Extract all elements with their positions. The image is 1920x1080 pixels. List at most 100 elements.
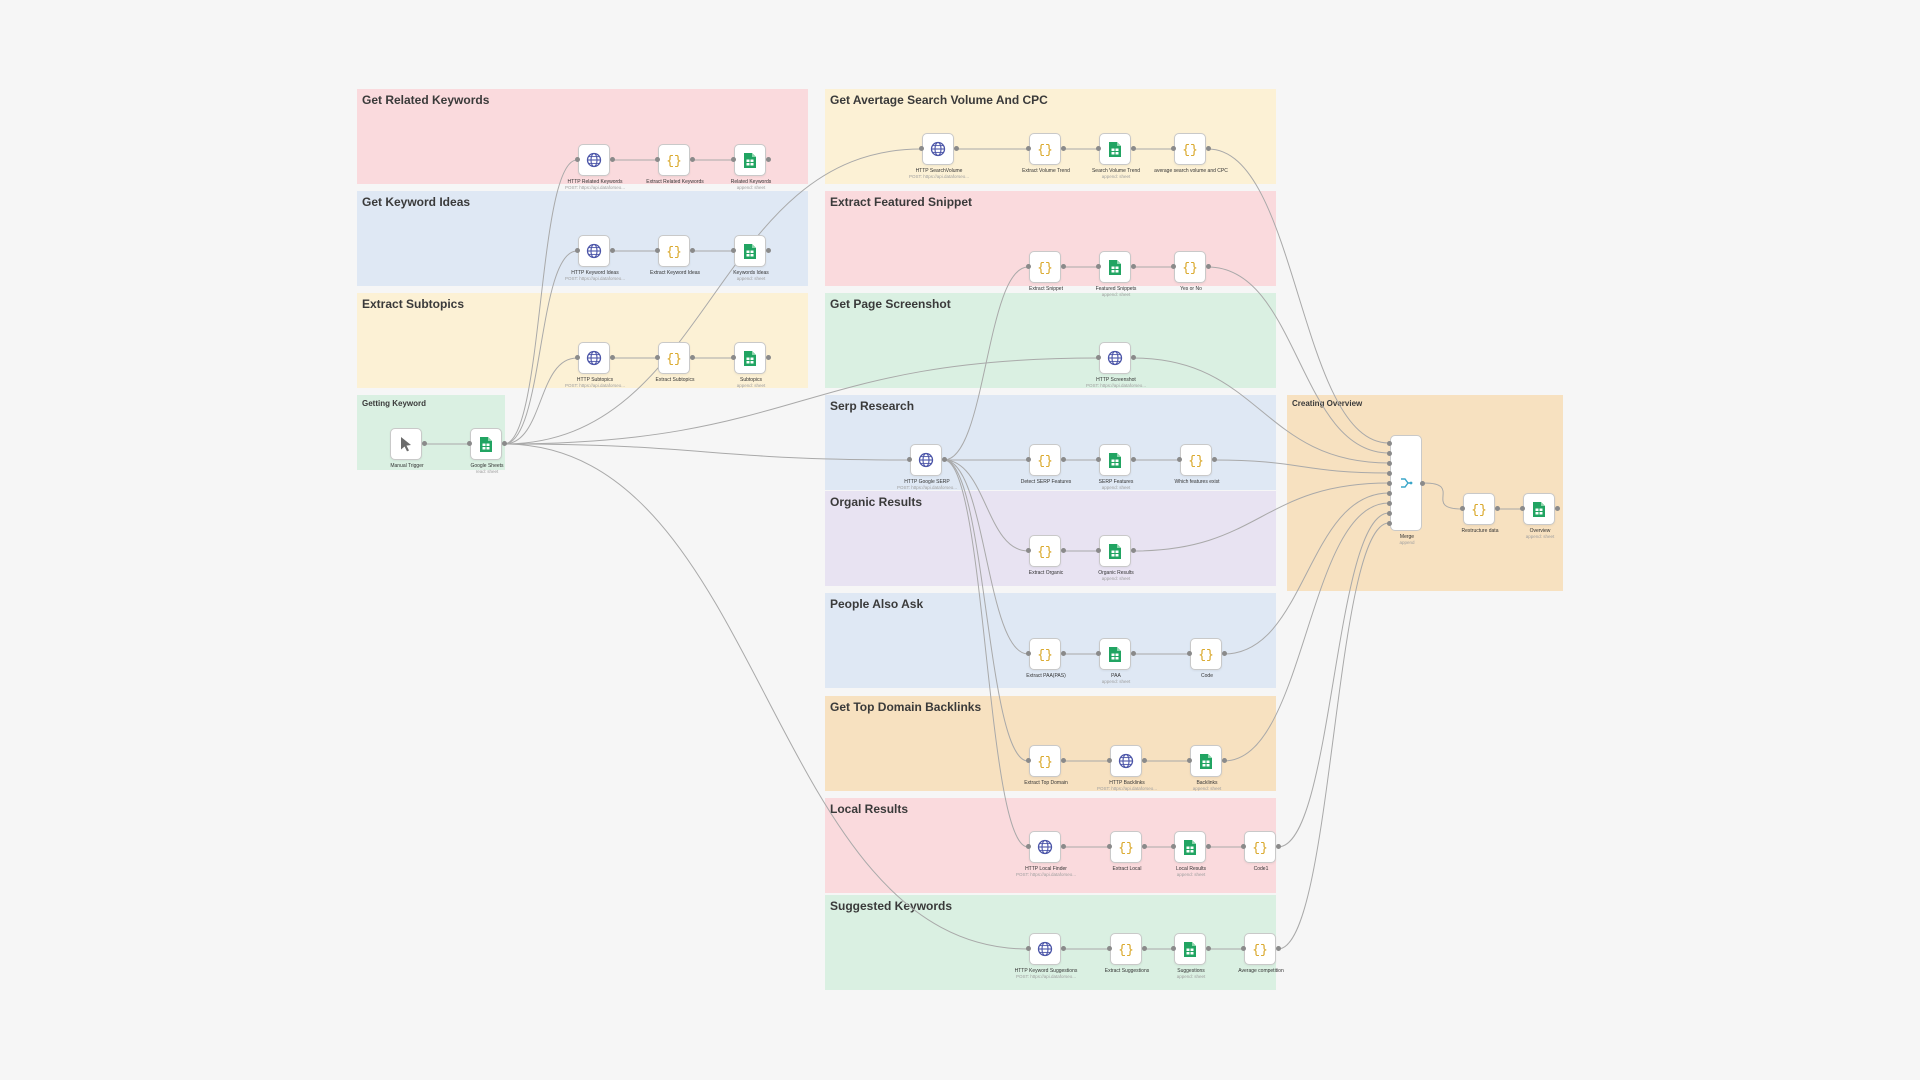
node-box[interactable]	[578, 235, 610, 267]
output-port[interactable]	[1222, 758, 1227, 763]
node-extract-local[interactable]: {}Extract Local	[1107, 831, 1147, 872]
node-box[interactable]	[734, 144, 766, 176]
merge-input-port[interactable]	[1387, 470, 1392, 476]
node-box[interactable]: {}	[1110, 831, 1142, 863]
output-port[interactable]	[1131, 457, 1136, 462]
input-port[interactable]	[1026, 758, 1031, 763]
output-port[interactable]	[690, 355, 695, 360]
input-port[interactable]	[467, 441, 472, 446]
output-port[interactable]	[766, 157, 771, 162]
output-port[interactable]	[1142, 844, 1147, 849]
node-box[interactable]: {}	[1029, 535, 1061, 567]
node-box[interactable]	[1523, 493, 1555, 525]
output-port[interactable]	[1061, 946, 1066, 951]
output-port[interactable]	[502, 441, 507, 446]
node-box[interactable]	[1099, 342, 1131, 374]
output-port[interactable]	[1061, 548, 1066, 553]
output-port[interactable]	[1212, 457, 1217, 462]
node-box[interactable]	[578, 144, 610, 176]
node-extract-top-domain[interactable]: {}Extract Top Domain	[1024, 745, 1068, 786]
input-port[interactable]	[1241, 946, 1246, 951]
input-port[interactable]	[1026, 548, 1031, 553]
input-port[interactable]	[1096, 264, 1101, 269]
node-box[interactable]	[1029, 831, 1061, 863]
output-port[interactable]	[1495, 506, 1500, 511]
node-box[interactable]: {}	[1180, 444, 1212, 476]
node-extract-subtopics[interactable]: {}Extract Subtopics	[655, 342, 695, 383]
node-box[interactable]	[1099, 444, 1131, 476]
output-port[interactable]	[1276, 844, 1281, 849]
input-port[interactable]	[1187, 758, 1192, 763]
node-box[interactable]: {}	[658, 342, 690, 374]
output-port[interactable]	[1206, 946, 1211, 951]
output-port[interactable]	[610, 355, 615, 360]
input-port[interactable]	[1096, 651, 1101, 656]
input-port[interactable]	[1460, 506, 1465, 511]
input-port[interactable]	[1107, 844, 1112, 849]
output-port[interactable]	[1061, 264, 1066, 269]
input-port[interactable]	[1107, 758, 1112, 763]
node-code1[interactable]: {}Code1	[1241, 831, 1281, 872]
node-extract-volume-trend[interactable]: {}Extract Volume Trend	[1022, 133, 1070, 174]
output-port[interactable]	[1276, 946, 1281, 951]
node-box[interactable]	[390, 428, 422, 460]
node-box[interactable]	[1174, 933, 1206, 965]
input-port[interactable]	[1520, 506, 1525, 511]
input-port[interactable]	[655, 157, 660, 162]
output-port[interactable]	[610, 157, 615, 162]
node-box[interactable]	[734, 342, 766, 374]
node-box[interactable]	[922, 133, 954, 165]
node-box[interactable]	[734, 235, 766, 267]
output-port[interactable]	[1206, 146, 1211, 151]
node-extract-keyword-ideas[interactable]: {}Extract Keyword Ideas	[650, 235, 700, 276]
node-box[interactable]	[1110, 745, 1142, 777]
merge-input-port[interactable]	[1387, 490, 1392, 496]
node-manual-trigger[interactable]: Manual Trigger	[390, 428, 427, 469]
output-port[interactable]	[766, 248, 771, 253]
input-port[interactable]	[1096, 146, 1101, 151]
node-box[interactable]: {}	[1244, 933, 1276, 965]
node-box[interactable]	[1029, 933, 1061, 965]
node-box[interactable]	[1099, 638, 1131, 670]
input-port[interactable]	[1026, 457, 1031, 462]
merge-input-port[interactable]	[1387, 510, 1392, 516]
input-port[interactable]	[1107, 946, 1112, 951]
input-port[interactable]	[731, 157, 736, 162]
input-port[interactable]	[1026, 844, 1031, 849]
node-box[interactable]: {}	[1174, 251, 1206, 283]
node-yes-or-no[interactable]: {}Yes or No	[1171, 251, 1211, 292]
output-port[interactable]	[1131, 651, 1136, 656]
output-port[interactable]	[1131, 264, 1136, 269]
merge-input-port[interactable]	[1387, 460, 1392, 466]
input-port[interactable]	[1096, 548, 1101, 553]
node-box[interactable]	[470, 428, 502, 460]
node-extract-paa[interactable]: {}Extract PAA(PAS)	[1026, 638, 1066, 679]
node-box[interactable]: {}	[1244, 831, 1276, 863]
output-port[interactable]	[1206, 264, 1211, 269]
merge-input-port[interactable]	[1387, 440, 1392, 446]
input-port[interactable]	[1171, 146, 1176, 151]
node-box[interactable]: {}	[1029, 638, 1061, 670]
node-restructure-data[interactable]: {}Restructure data	[1460, 493, 1500, 534]
output-port[interactable]	[1142, 946, 1147, 951]
output-port[interactable]	[1061, 457, 1066, 462]
node-box[interactable]: {}	[658, 235, 690, 267]
node-box[interactable]: {}	[1463, 493, 1495, 525]
input-port[interactable]	[1177, 457, 1182, 462]
node-which-features-exist[interactable]: {}Which features exist	[1174, 444, 1220, 485]
input-port[interactable]	[575, 355, 580, 360]
